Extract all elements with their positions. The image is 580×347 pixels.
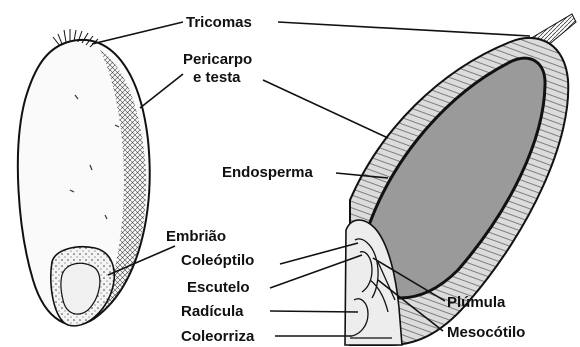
label-embriao: Embrião: [166, 228, 226, 245]
leader-tricomas-right: [278, 22, 530, 36]
leader-pericarpo-right: [263, 80, 388, 138]
label-mesocotilo: Mesocótilo: [447, 324, 525, 341]
label-tricomas: Tricomas: [186, 14, 252, 31]
label-escutelo: Escutelo: [187, 279, 250, 296]
whole-grain: [18, 29, 150, 326]
label-plumula: Plúmula: [447, 294, 506, 311]
leader-pericarpo-left: [140, 74, 183, 108]
label-coleoptilo: Coleóptilo: [181, 252, 254, 269]
leader-tricomas-left: [92, 22, 183, 44]
label-radicula: Radícula: [181, 303, 244, 320]
label-coleorriza: Coleorriza: [181, 328, 255, 345]
label-pericarpo: Pericarpo: [183, 51, 252, 68]
leader-radicula: [270, 311, 358, 312]
label-e-testa: e testa: [193, 69, 241, 86]
label-endosperma: Endosperma: [222, 164, 314, 181]
